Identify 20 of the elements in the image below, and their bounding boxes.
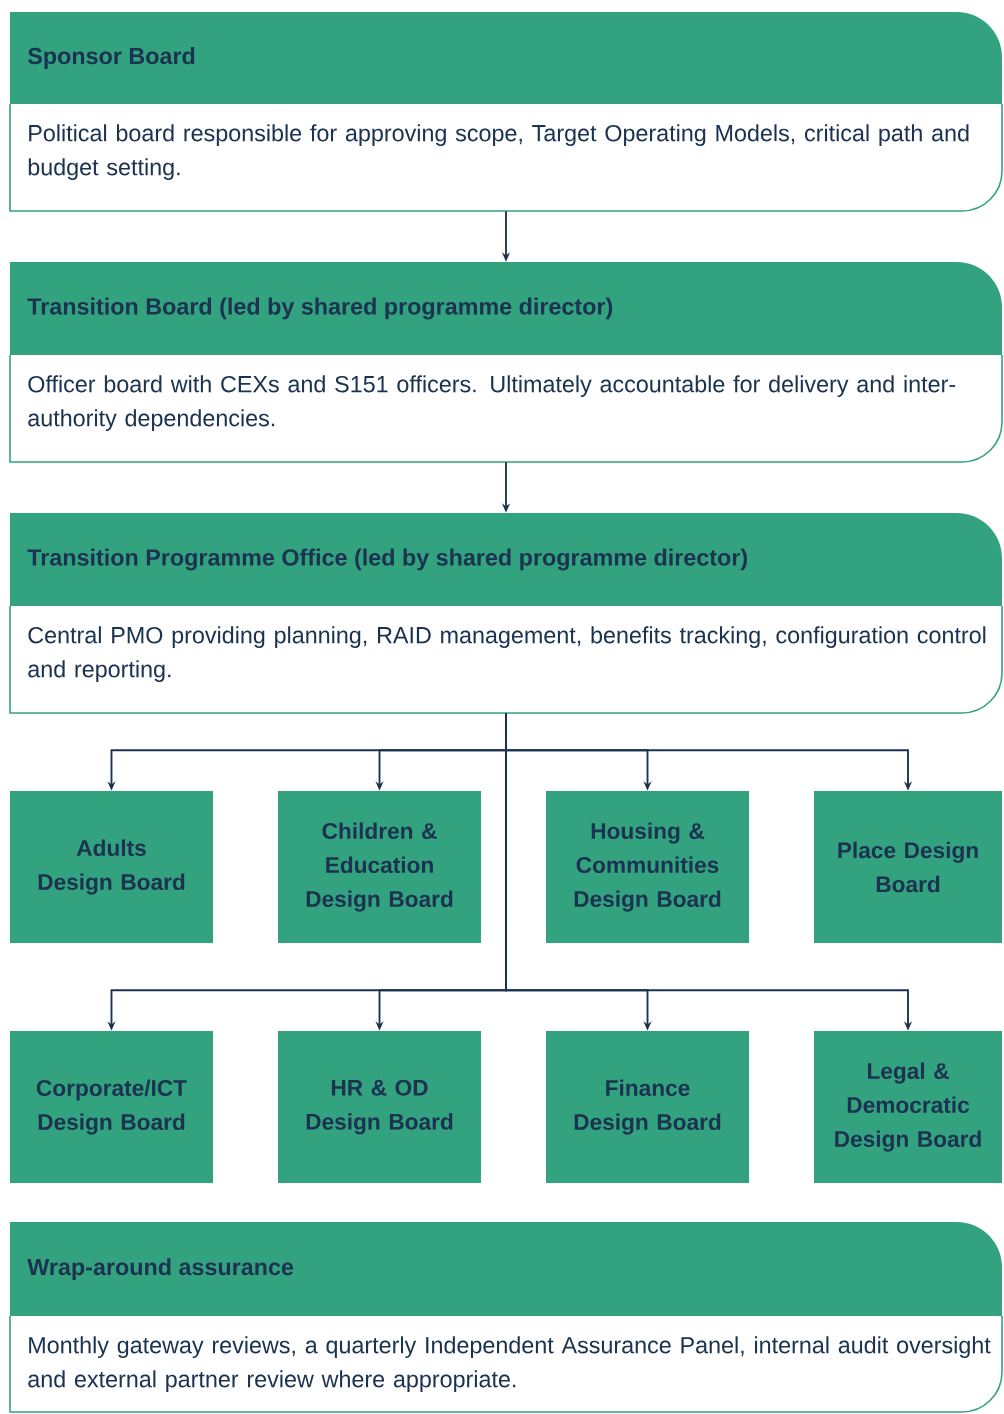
board-box: Corporate/ICT Design Board xyxy=(10,1031,213,1183)
card-body-text: Central PMO providing planning, RAID management, benefits tracking, configuration control and reporting. xyxy=(28,626,986,683)
board-box: Housing & Communities Design Board xyxy=(546,791,749,943)
card xyxy=(9,12,1003,212)
board-box: HR & OD Design Board xyxy=(278,1031,481,1183)
card xyxy=(9,513,1003,714)
board-box: Finance Design Board xyxy=(546,1031,749,1183)
card-heading: Transition Board (led by shared programme director) xyxy=(27,297,613,320)
card-heading: Transition Programme Office (led by shared programme director) xyxy=(27,548,747,571)
board-box: Children & Education Design Board xyxy=(278,791,481,943)
board-box: Place Design Board xyxy=(814,791,1002,943)
board-box: Legal & Democratic Design Board xyxy=(814,1031,1002,1183)
card xyxy=(9,262,1003,463)
board-box: Adults Design Board xyxy=(10,791,213,943)
card-heading: Sponsor Board xyxy=(27,47,195,69)
card-heading: Wrap-around assurance xyxy=(27,1258,294,1280)
card-body-text: Officer board with CEXs and S151 officers. Ultimately accountable for delivery and inter-authority dependencies. xyxy=(28,375,956,432)
card xyxy=(9,1222,1003,1413)
card-body-text: Political board responsible for approving scope, Target Operating Models, critical path and budget setting. xyxy=(28,124,969,181)
card-body-text: Monthly gateway reviews, a quarterly Independent Assurance Panel, internal audit oversight and external partner review where appropriate. xyxy=(28,1336,991,1393)
